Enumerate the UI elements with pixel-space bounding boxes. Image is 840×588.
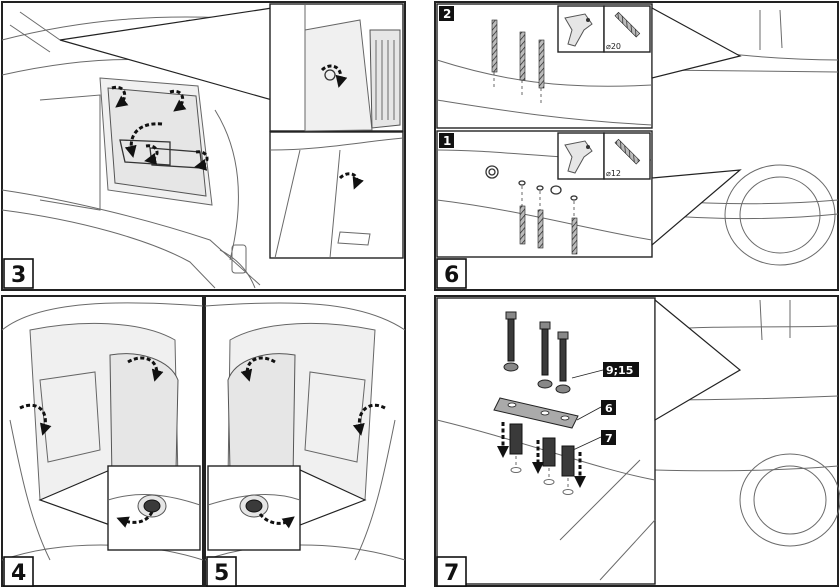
spacer	[561, 445, 575, 477]
part-label-box	[603, 362, 639, 377]
panel-step-5: 5	[204, 295, 406, 587]
bolt	[555, 331, 571, 394]
step-number: 3	[11, 263, 26, 288]
part-label-box	[601, 400, 616, 415]
step-number: 6	[444, 263, 459, 288]
drill-icon	[564, 140, 593, 174]
bolt	[537, 321, 553, 389]
part-label: 7	[605, 432, 613, 445]
detail-inset: 9;15 6 7	[436, 297, 742, 585]
detail-inset-lower	[269, 131, 404, 259]
spacer	[509, 423, 523, 455]
panel-step-6: ⌀20 2	[434, 1, 839, 291]
detail-inset-upper	[269, 3, 404, 132]
step-number: 7	[444, 561, 459, 586]
drill-bit-icon	[614, 11, 641, 38]
part-label: 6	[605, 402, 613, 415]
sub-step-1: ⌀12 1	[436, 130, 742, 258]
diameter-label: ⌀12	[606, 169, 621, 178]
sub-step-2: ⌀20 2	[436, 3, 742, 129]
wheel	[724, 164, 836, 266]
step-number: 5	[214, 561, 229, 586]
spacer	[542, 437, 556, 467]
detail-inset	[107, 465, 201, 551]
step-number-box	[3, 258, 34, 289]
drill-bit-icon	[614, 138, 641, 165]
detail-inset	[207, 465, 301, 551]
panel-step-3: 3	[1, 1, 406, 291]
panel-step-4: 4	[1, 295, 204, 587]
sub-step-number: 2	[443, 7, 451, 21]
drill-icon	[564, 13, 593, 47]
panel-step-7: 9;15 6 7 7	[434, 295, 840, 587]
storage-compartment	[99, 77, 213, 206]
sub-step-number: 1	[443, 134, 451, 148]
step-number: 4	[11, 561, 26, 586]
diameter-label: ⌀20	[606, 42, 621, 51]
part-label: 9;15	[606, 364, 633, 377]
bolt	[503, 311, 519, 372]
part-label-box	[601, 430, 616, 445]
